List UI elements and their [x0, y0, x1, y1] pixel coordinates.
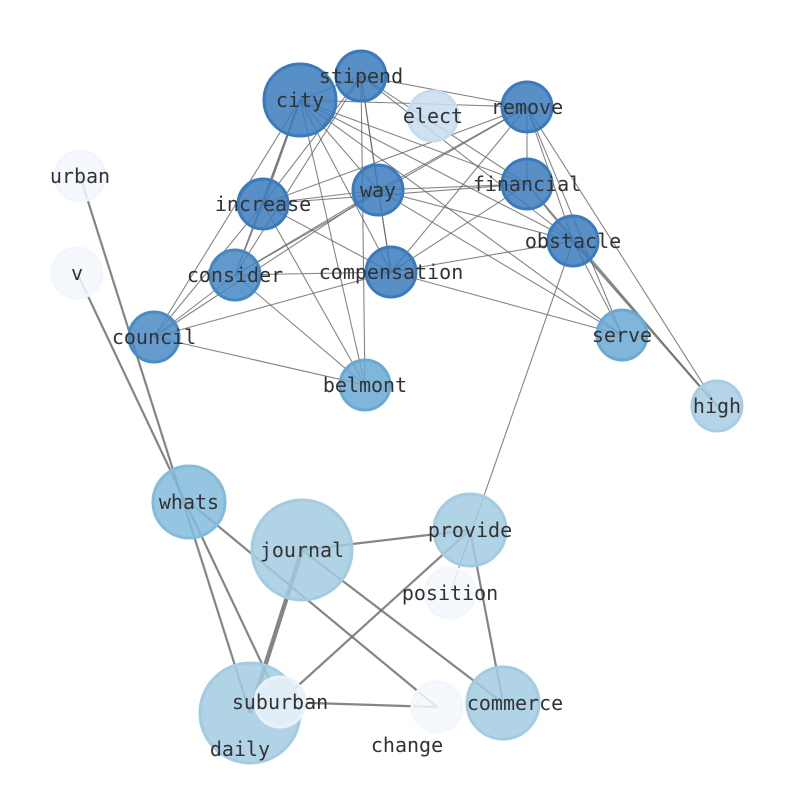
- nodes-layer: [50, 49, 744, 765]
- node-increase[interactable]: [236, 177, 290, 231]
- node-label-compensation: compensation: [319, 260, 464, 284]
- edge-compensation-obstacle: [390, 240, 574, 273]
- node-label-way: way: [360, 178, 396, 202]
- edge-remove-increase: [262, 106, 528, 205]
- edge-city-obstacle: [299, 99, 574, 242]
- edge-council-belmont: [153, 336, 366, 386]
- node-stipend[interactable]: [334, 49, 388, 103]
- node-label-change: change: [371, 733, 443, 757]
- node-whats[interactable]: [151, 464, 227, 540]
- node-commerce[interactable]: [465, 665, 541, 741]
- node-label-commerce: commerce: [467, 691, 563, 715]
- node-label-stipend: stipend: [319, 64, 403, 88]
- node-way[interactable]: [351, 163, 405, 217]
- node-label-suburban: suburban: [232, 690, 328, 714]
- edge-compensation-serve: [390, 271, 623, 336]
- edge-city-serve: [299, 99, 623, 336]
- node-position[interactable]: [423, 566, 477, 620]
- node-provide[interactable]: [432, 492, 508, 568]
- edge-city-belmont: [299, 99, 366, 386]
- edge-way-obstacle: [377, 189, 574, 242]
- edge-city-financial: [299, 99, 528, 185]
- edge-stipend-remove: [360, 75, 528, 108]
- edge-increase-council: [153, 203, 264, 338]
- node-label-serve: serve: [592, 323, 652, 347]
- node-suburban[interactable]: [253, 675, 307, 729]
- node-label-elect: elect: [403, 104, 463, 128]
- node-financial[interactable]: [500, 157, 554, 211]
- node-consider[interactable]: [208, 248, 262, 302]
- node-label-provide: provide: [428, 518, 512, 542]
- edge-way-consider: [234, 189, 379, 276]
- node-label-consider: consider: [187, 263, 283, 287]
- node-compensation[interactable]: [364, 245, 418, 299]
- node-city[interactable]: [262, 62, 338, 138]
- edge-remove-high: [526, 106, 718, 407]
- node-council[interactable]: [127, 310, 181, 364]
- edge-stipend-belmont: [360, 75, 366, 386]
- edge-compensation-financial: [390, 183, 528, 273]
- node-label-council: council: [112, 325, 196, 349]
- node-label-financial: financial: [473, 172, 581, 196]
- edge-compensation-council: [153, 271, 392, 338]
- edge-provide-suburban: [279, 529, 471, 703]
- node-label-obstacle: obstacle: [525, 229, 621, 253]
- node-label-belmont: belmont: [323, 373, 407, 397]
- edge-way-serve: [377, 189, 623, 336]
- node-elect[interactable]: [406, 89, 460, 143]
- edge-consider-belmont: [234, 274, 366, 386]
- node-urban[interactable]: [53, 149, 107, 203]
- node-change[interactable]: [410, 680, 464, 734]
- edge-stipend-increase: [262, 75, 362, 205]
- edge-urban-daily: [78, 175, 252, 714]
- edge-remove-way: [377, 106, 528, 191]
- node-obstacle[interactable]: [546, 214, 600, 268]
- node-label-high: high: [693, 394, 741, 418]
- node-label-remove: remove: [491, 95, 563, 119]
- node-serve[interactable]: [595, 308, 649, 362]
- node-journal[interactable]: [250, 498, 354, 602]
- edge-stipend-obstacle: [360, 75, 574, 242]
- node-label-journal: journal: [260, 538, 344, 562]
- node-label-city: city: [276, 88, 324, 112]
- node-label-position: position: [402, 581, 498, 605]
- edge-way-council: [153, 189, 379, 338]
- node-label-urban: urban: [50, 164, 110, 188]
- edge-increase-belmont: [262, 203, 366, 386]
- node-label-daily: daily: [210, 737, 270, 761]
- node-label-increase: increase: [215, 192, 311, 216]
- edge-city-council: [153, 99, 301, 338]
- node-label-v: v: [71, 261, 83, 285]
- edge-stipend-consider: [234, 75, 362, 276]
- edge-whats-change: [188, 501, 438, 708]
- node-v[interactable]: [50, 246, 104, 300]
- node-remove[interactable]: [500, 80, 554, 134]
- node-high[interactable]: [690, 379, 744, 433]
- node-belmont[interactable]: [338, 358, 392, 412]
- node-label-whats: whats: [159, 490, 219, 514]
